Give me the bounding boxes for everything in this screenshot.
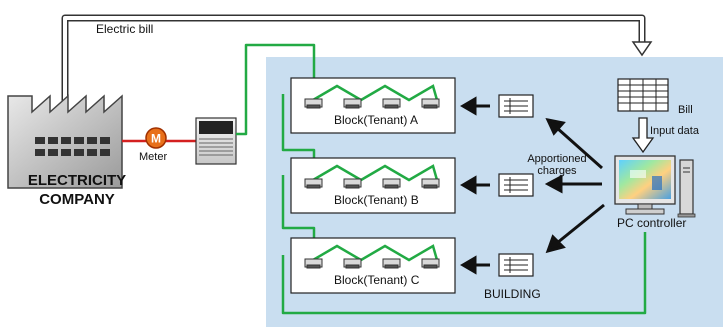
pc-controller-icon [614,155,696,218]
doc-icon-b [498,173,534,197]
doc-icon-a [498,94,534,118]
input-data-label: Input data [650,125,699,137]
meter-label: Meter [139,151,168,163]
company-name-line2: COMPANY [39,191,115,208]
bill-label: Bill [678,104,693,116]
electric-bill-label: Electric bill [96,22,154,36]
indoor-units-b [304,178,440,189]
factory-icon [7,94,123,189]
svg-text:M: M [151,132,161,146]
pc-controller-label: PC controller [617,216,687,230]
charge-arrows [460,96,490,275]
apportioned-charges-label: Apportioned charges [512,153,602,177]
indoor-units [304,98,440,269]
apportioned-line2: charges [537,165,577,177]
document-icons [498,94,534,277]
apportioned-line1: Apportioned [527,153,587,165]
outdoor-unit-icon [195,117,237,165]
block-a-label: Block(Tenant) A [334,113,419,127]
electric-bill-route [61,14,653,130]
indoor-units-c [304,258,440,269]
pc-arrows [544,117,605,254]
block-c-label: Block(Tenant) C [334,273,420,287]
meter-icon: M [145,127,167,149]
building-label: BUILDING [484,287,541,301]
doc-icon-c [498,253,534,277]
company-name: ELECTRICITY COMPANY [14,171,140,209]
bill-sheet-icon [617,78,669,112]
input-data-arrow [631,117,655,154]
bill-arrow-head [631,41,653,57]
indoor-units-a [304,98,440,109]
company-name-line1: ELECTRICITY [27,172,127,189]
block-b-label: Block(Tenant) B [334,193,419,207]
